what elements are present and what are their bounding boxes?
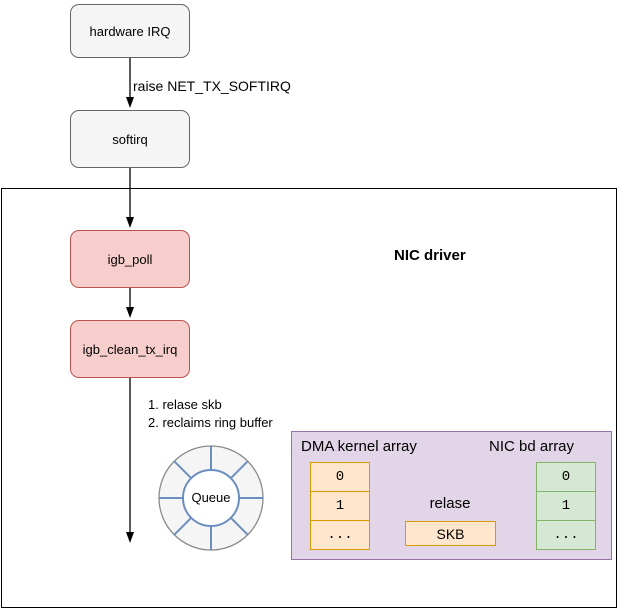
- nicbd-cell-0: 0: [536, 462, 596, 492]
- ring-buffer-wheel-icon: [158, 445, 264, 551]
- arrowhead-icon: [126, 217, 134, 228]
- arrowhead-icon: [126, 97, 134, 108]
- cleanup-notes: 1. relase skb 2. reclaims ring buffer: [148, 396, 273, 432]
- skb-box: SKB: [405, 521, 496, 546]
- note-line-1: 1. relase skb: [148, 397, 222, 412]
- dma-kernel-array-title: DMA kernel array: [301, 438, 417, 455]
- node-hardware-irq: hardware IRQ: [70, 4, 190, 58]
- nicbd-cell-1: 1: [536, 491, 596, 521]
- edge-label-raise-softirq: raise NET_TX_SOFTIRQ: [132, 78, 292, 94]
- node-softirq: softirq: [70, 110, 190, 168]
- note-line-2: 2. reclaims ring buffer: [148, 415, 273, 430]
- nic-bd-array-title: NIC bd array: [489, 438, 575, 455]
- release-label: relase: [429, 495, 471, 512]
- nic-driver-container: [1, 188, 617, 608]
- queue-label: Queue: [191, 490, 231, 505]
- arrowhead-icon: [126, 532, 134, 543]
- node-igb-clean-tx-irq: igb_clean_tx_irq: [70, 320, 190, 378]
- nic-driver-title: NIC driver: [394, 247, 466, 264]
- nicbd-cell-ellipsis: ...: [536, 520, 596, 550]
- arrowhead-icon: [126, 307, 134, 318]
- dma-cell-ellipsis: ...: [310, 520, 370, 550]
- dma-cell-1: 1: [310, 491, 370, 521]
- dma-cell-0: 0: [310, 462, 370, 492]
- node-igb-poll: igb_poll: [70, 230, 190, 288]
